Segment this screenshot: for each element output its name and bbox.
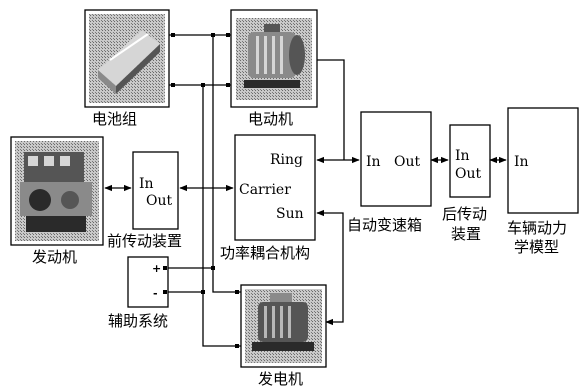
gearbox-out-port: Out [394, 154, 420, 170]
carrier-port: Carrier [239, 182, 291, 198]
motor-label: 电动机 [248, 110, 293, 128]
vehicle-model-label-line1: 车辆动力 [507, 219, 567, 237]
link-motor-ring-vertical [317, 60, 344, 160]
generator-block [241, 285, 326, 367]
aux-minus-terminal: - [153, 287, 158, 300]
auxiliary-label: 辅助系统 [108, 312, 168, 330]
front-transmission-label: 前传动装置 [107, 232, 182, 250]
rear-out-port: Out [455, 166, 481, 182]
electric-motor-icon [236, 18, 312, 100]
battery-pack-icon [89, 14, 165, 103]
connection-wires [168, 35, 241, 346]
rear-transmission-label-line1: 后传动 [442, 205, 487, 223]
engine-label: 发动机 [32, 248, 77, 266]
front-in-port: In [139, 176, 154, 192]
auxiliary-block [128, 257, 168, 307]
front-out-port: Out [146, 193, 172, 209]
vehicle-in-port: In [514, 154, 529, 170]
ring-port: Ring [270, 152, 303, 168]
rear-in-port: In [455, 148, 470, 164]
engine-icon [15, 141, 99, 241]
battery-block [85, 10, 169, 107]
auto-gearbox-label: 自动变速箱 [347, 216, 422, 234]
rear-transmission-label-line2: 装置 [451, 225, 481, 243]
engine-block [11, 137, 103, 245]
gearbox-in-port: In [366, 154, 381, 170]
vehicle-model-label-line2: 学模型 [514, 238, 559, 256]
aux-plus-terminal: + [152, 262, 161, 275]
sun-port: Sun [276, 206, 304, 222]
motor-block [231, 10, 317, 107]
power-coupling-label: 功率耦合机构 [220, 244, 310, 262]
battery-label: 电池组 [92, 110, 137, 128]
generator-label: 发电机 [258, 370, 303, 388]
generator-icon [245, 289, 322, 363]
